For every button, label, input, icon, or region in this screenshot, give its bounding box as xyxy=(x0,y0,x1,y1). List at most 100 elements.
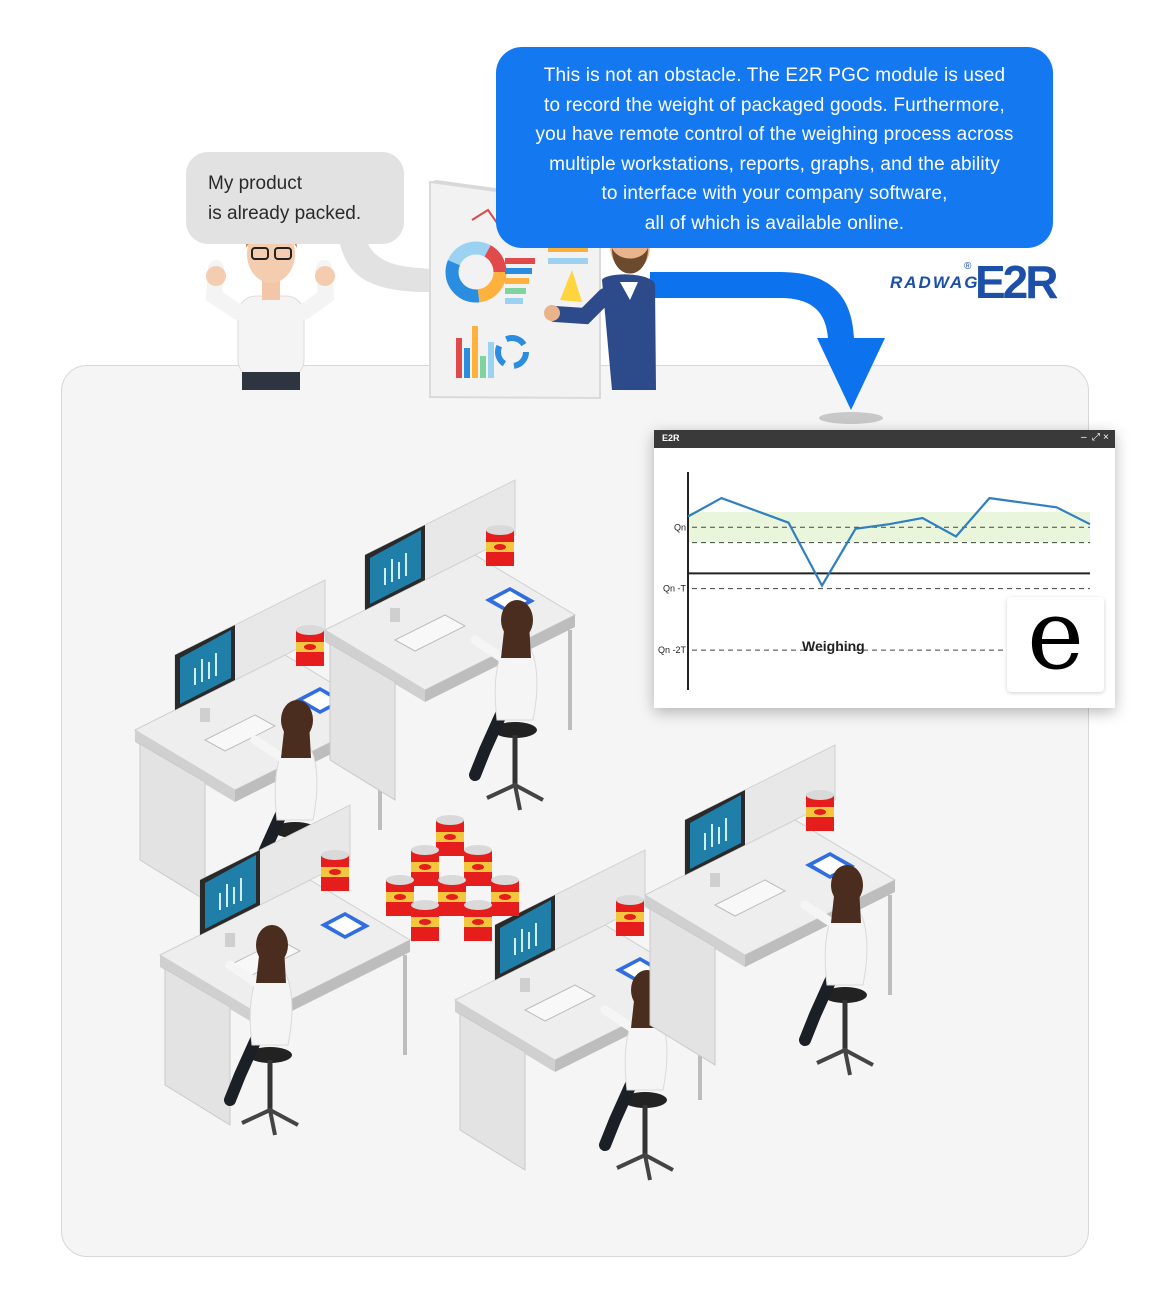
window-title: E2R xyxy=(662,433,680,443)
workstation-front-can-lid xyxy=(321,850,349,860)
workstation-center-monitor-screen xyxy=(500,900,551,974)
workstation-right-can-label-mark xyxy=(814,809,826,815)
workstation-right xyxy=(643,744,897,1066)
workstation-front-scale-pan xyxy=(328,916,362,935)
stacked-can-0-lid xyxy=(436,815,464,825)
customer-neck xyxy=(262,280,280,300)
stacked-can-1-label-mark xyxy=(419,864,431,870)
workstation-right-worker-arm xyxy=(800,900,840,930)
board-vbar-2 xyxy=(472,326,478,378)
workstation-right-worker-hair-long xyxy=(831,887,861,923)
board-vbar-3 xyxy=(480,356,486,378)
workstation-right-can-lid xyxy=(806,790,834,800)
workstation-right-front-edge xyxy=(645,895,745,967)
stacked-can-1-lid xyxy=(411,845,439,855)
workstation-center-monitor-stand xyxy=(520,978,530,992)
stacked-can-7 xyxy=(464,900,492,941)
consultant-hand xyxy=(544,305,560,321)
stacked-can-7-label-mark xyxy=(472,919,484,925)
stacked-can-2-label-mark xyxy=(472,864,484,870)
workstation-center-can xyxy=(616,895,644,936)
minimize-icon[interactable]: – xyxy=(1081,432,1087,443)
customer-glasses-left xyxy=(251,247,269,260)
board-donut-4 xyxy=(445,241,507,303)
workstation-left-worker-hair-long xyxy=(281,722,311,758)
customer-speech-bubble: My product is already packed. xyxy=(186,152,404,244)
workstation-back-can xyxy=(486,525,514,566)
workstation-front-worker-stool-seat xyxy=(248,1047,292,1063)
workstation-right-worker-legs xyxy=(799,969,839,1046)
stacked-can-2-lid xyxy=(464,845,492,855)
workstation-center-worker-stool-seat xyxy=(623,1092,667,1108)
stacked-can-1 xyxy=(411,845,439,886)
radwag-e2r-logo: RADWAG ® E2R xyxy=(890,256,1059,308)
stacked-can-4-label-mark xyxy=(446,894,458,900)
workstation-back-front-edge xyxy=(325,630,425,702)
estimated-sign-badge: e xyxy=(1007,585,1104,692)
consultant-line-6: all of which is available online. xyxy=(644,212,905,234)
workstation-back-worker-stool-seat xyxy=(493,722,537,738)
workstation-back-monitor-screen xyxy=(370,530,421,604)
workstation-center-can-label-mark xyxy=(624,914,636,920)
stacked-can-3-label-mark xyxy=(394,894,406,900)
workstation-right-can xyxy=(806,790,834,831)
workstation-front-monitor-stand xyxy=(225,933,235,947)
consultant-jacket xyxy=(602,274,656,390)
board-hbar-1 xyxy=(505,268,532,274)
consultant-line-2: to record the weight of packaged goods. … xyxy=(544,94,1005,116)
stacked-can-3 xyxy=(386,875,414,916)
workstation-right-worker-stool-base xyxy=(816,1047,874,1076)
maximize-icon[interactable]: ⤢ xyxy=(1092,432,1100,443)
board-hbar-2 xyxy=(505,278,529,284)
workstation-back xyxy=(323,479,577,801)
customer-glasses-right xyxy=(274,247,292,260)
e2r-wordmark: E2R xyxy=(975,256,1059,308)
workstation-front-cabinet xyxy=(164,968,231,1126)
workstation-right-monitor-screen xyxy=(690,795,741,869)
chart-label: Weighing xyxy=(802,638,865,654)
board-vbar-4 xyxy=(488,342,494,378)
board-donut-2 xyxy=(445,241,507,303)
consultant-speech-bubble: This is not an obstacle. The E2R PGC mod… xyxy=(496,47,1053,248)
customer-hand-right xyxy=(315,266,335,286)
workstation-back-keyboard xyxy=(393,614,467,652)
workstation-front-worker-stool-base xyxy=(241,1107,299,1136)
workstation-center-cabinet xyxy=(459,1013,526,1171)
workstation-front-worker xyxy=(224,925,299,1136)
workstation-left-monitor-stand xyxy=(200,708,210,722)
stacked-can-0-label-mark xyxy=(444,834,456,840)
board-vbar-0 xyxy=(456,338,462,378)
close-icon[interactable]: × xyxy=(1103,432,1109,443)
workstation-front-worker-arm xyxy=(225,960,265,990)
workstation-center-worker-stool-base xyxy=(616,1152,674,1181)
stacked-can-3-lid xyxy=(386,875,414,885)
customer-trousers xyxy=(242,372,300,390)
board-small-donut xyxy=(495,335,529,369)
consultant-line-3: you have remote control of the weighing … xyxy=(535,124,1014,146)
consultant-line-4: multiple workstations, reports, graphs, … xyxy=(549,153,1000,175)
workstation-back-can-lid xyxy=(486,525,514,535)
workstation-left-can-lid xyxy=(296,625,324,635)
stacked-can-6-label-mark xyxy=(419,919,431,925)
radwag-wordmark: RADWAG xyxy=(890,273,980,292)
workstation-left-keyboard xyxy=(203,714,277,752)
workstation-center-worker-legs xyxy=(599,1074,639,1151)
workstation-back-can-label-mark xyxy=(494,544,506,550)
customer-figure xyxy=(205,225,335,390)
reference-label-0: Qn xyxy=(674,522,686,532)
customer-speech-line-1: My product xyxy=(208,173,302,194)
workstation-left-monitor-screen xyxy=(180,630,231,704)
consultant-line-5: to interface with your company software, xyxy=(601,183,948,205)
consultant-beard xyxy=(612,248,648,274)
stacked-can-4-lid xyxy=(438,875,466,885)
board-donut-3 xyxy=(445,241,507,303)
board-hbar-3 xyxy=(505,288,526,294)
workstation-center-keyboard xyxy=(523,984,597,1022)
board-topbar-2 xyxy=(548,246,588,252)
stacked-can-4 xyxy=(438,875,466,916)
workstation-center-worker-arm xyxy=(600,1005,640,1035)
stacked-can-5-lid xyxy=(491,875,519,885)
stacked-can-2 xyxy=(464,845,492,886)
